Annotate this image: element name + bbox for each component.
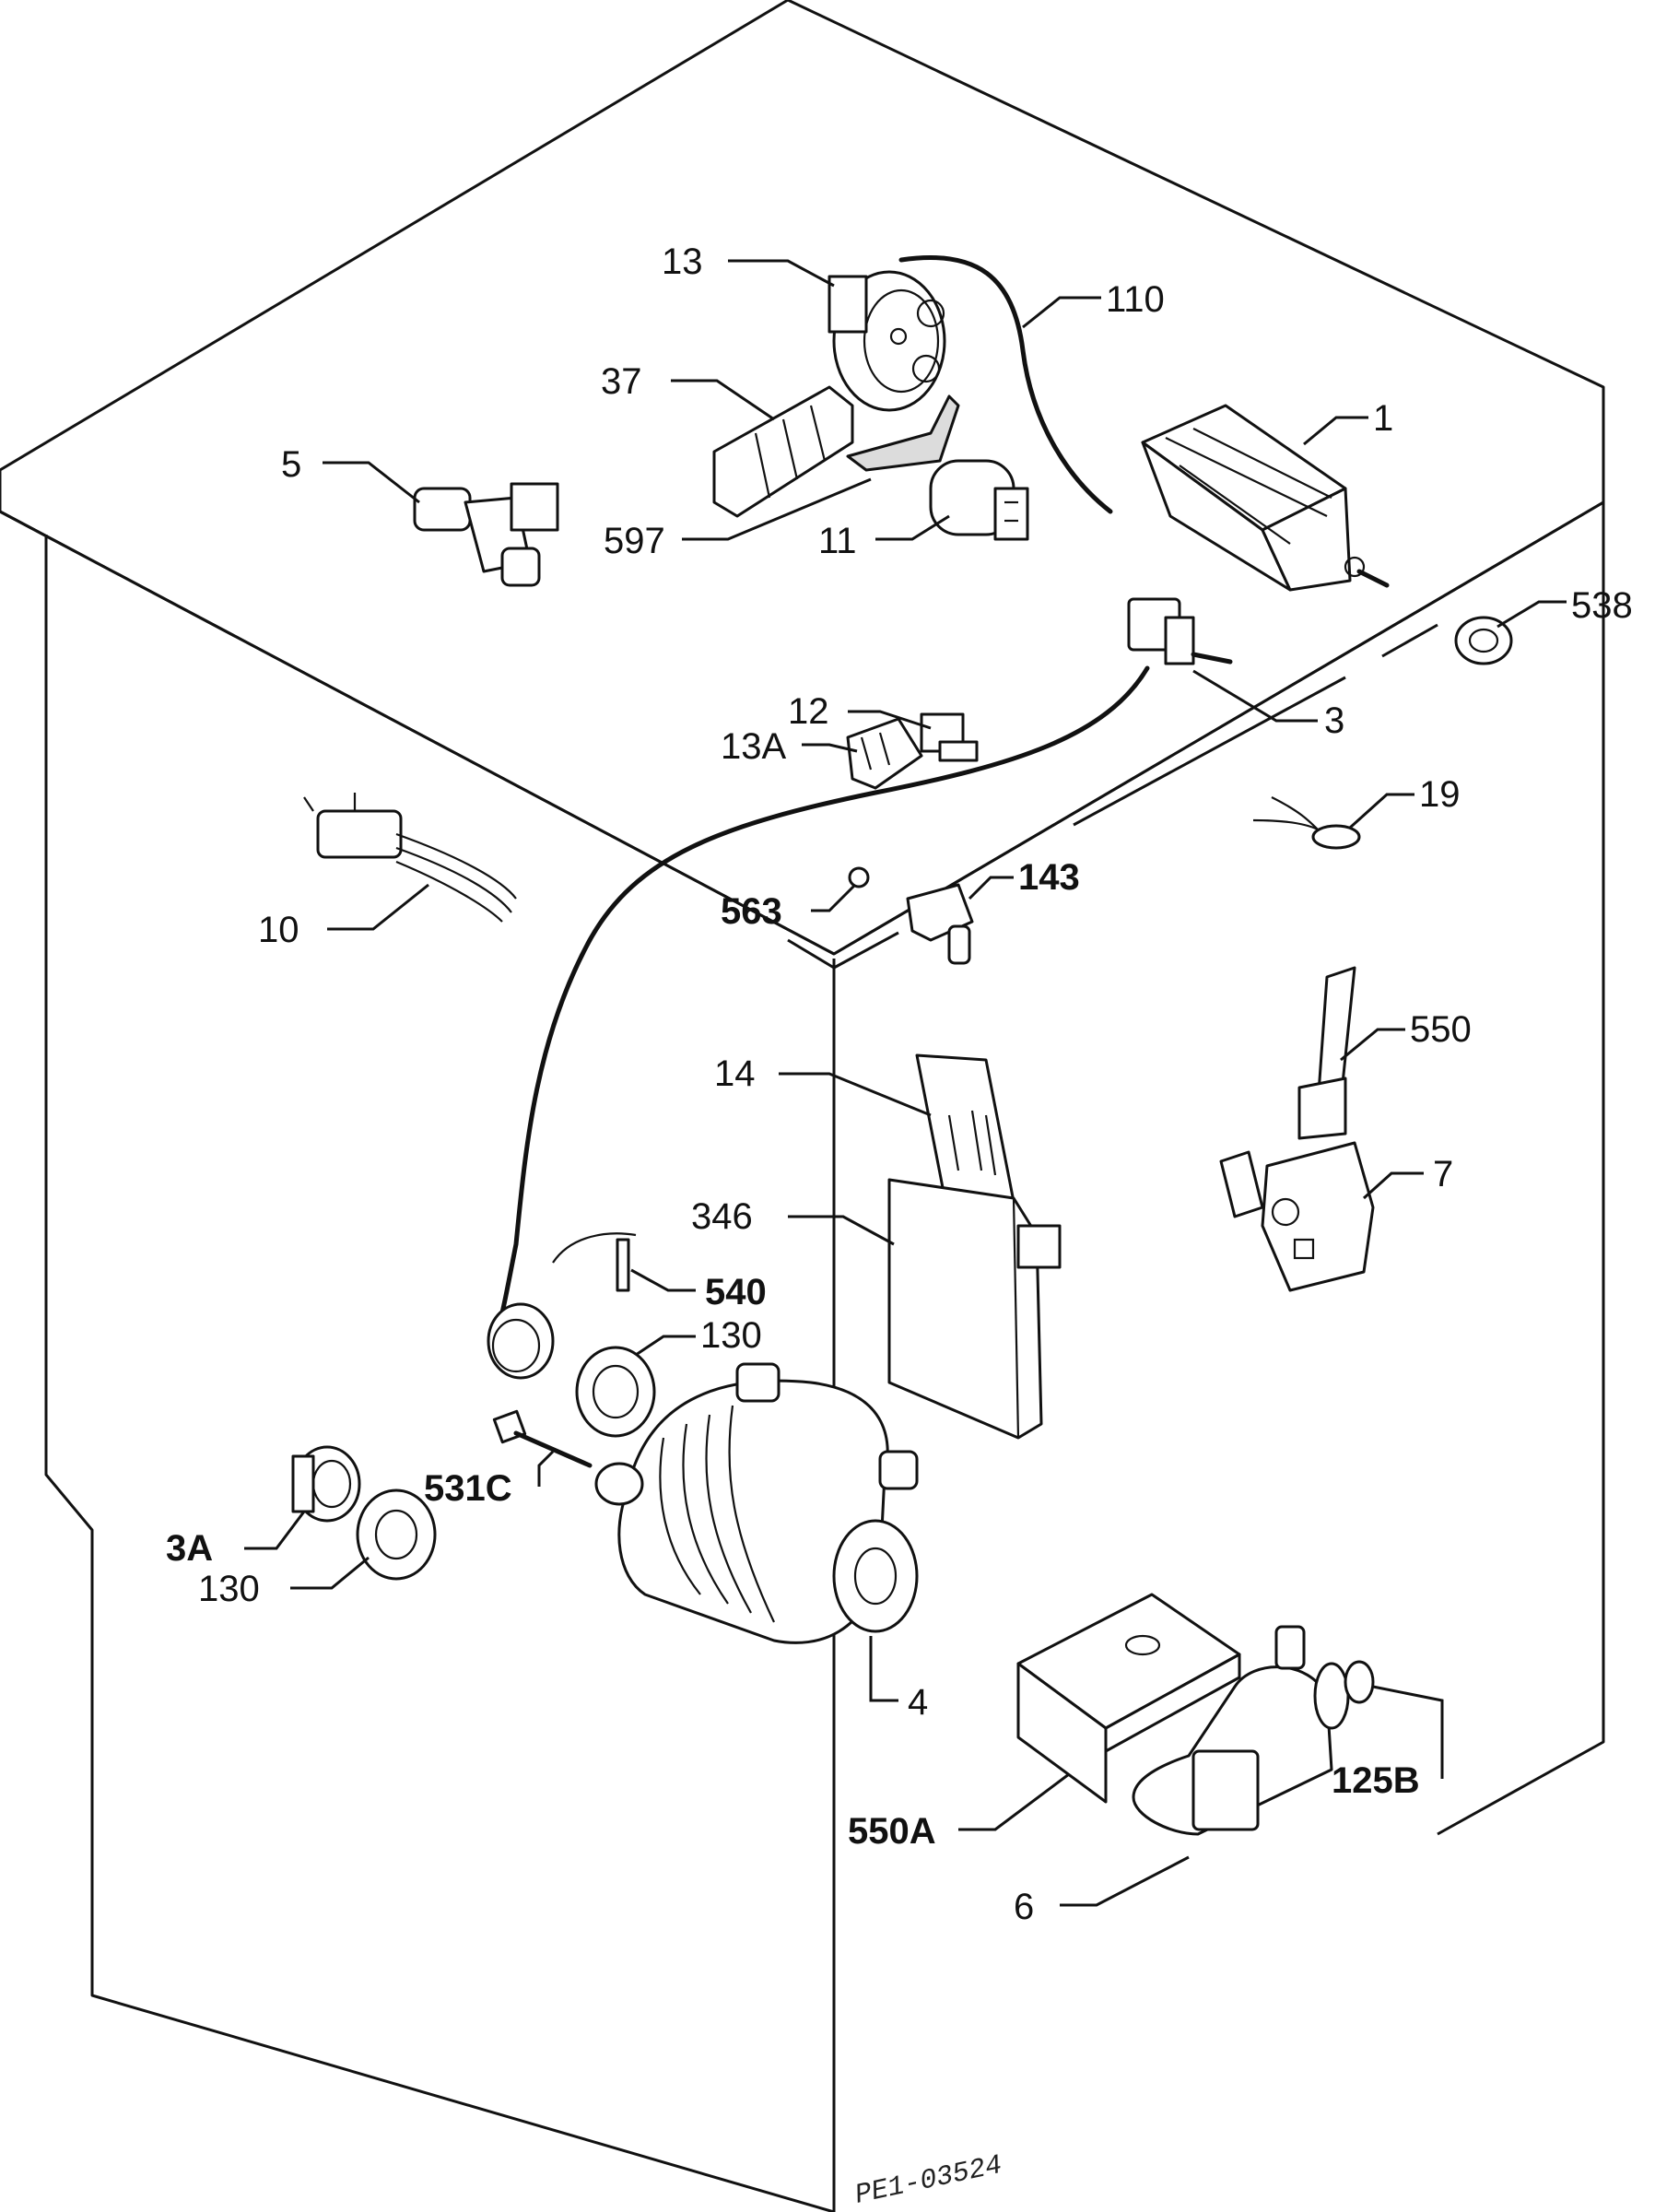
callout-130-lower: 130 <box>198 1569 260 1609</box>
callout-13a: 13A <box>721 726 786 767</box>
part-7-door-lock <box>1219 1141 1375 1292</box>
callout-labels: 13 110 37 5 597 11 1 538 3 12 13A 19 10 … <box>166 241 1633 1927</box>
drawing-reference: PE1-03524 <box>852 2150 1005 2212</box>
part-130-grommet-lower <box>356 1488 437 1581</box>
callout-538: 538 <box>1571 585 1633 626</box>
callout-19: 19 <box>1419 774 1461 815</box>
part-125b-seal <box>1344 1660 1375 1704</box>
part-563-screw <box>848 866 870 888</box>
part-130-grommet-upper <box>575 1346 656 1438</box>
cabinet-right-wall <box>1437 502 1605 1836</box>
part-110-hose <box>898 254 1113 514</box>
callout-11: 11 <box>818 521 857 561</box>
part-550-door-lock-lever <box>1297 966 1356 1140</box>
cabinet-outline <box>0 0 1605 2212</box>
part-346-filter-housing <box>887 1178 1062 1440</box>
callout-10: 10 <box>258 910 299 950</box>
part-597-bracket <box>846 394 960 472</box>
callout-550a: 550A <box>848 1811 936 1852</box>
callout-540: 540 <box>705 1272 767 1312</box>
part-10-heater <box>303 793 517 923</box>
callout-6: 6 <box>1014 1887 1034 1927</box>
cable-plug <box>487 1302 555 1380</box>
callout-346: 346 <box>691 1196 753 1237</box>
callout-5: 5 <box>281 444 301 485</box>
part-5-inlet-valve <box>413 482 559 587</box>
part-531c-bolt <box>492 1409 593 1468</box>
switch-cable <box>495 665 1150 1330</box>
part-12-pressure-switch <box>828 270 946 412</box>
callout-12: 13 <box>662 241 703 282</box>
callout-7: 7 <box>1433 1154 1453 1194</box>
callout-110: 110 <box>1106 279 1165 320</box>
part-143-thermostat <box>906 883 974 965</box>
leader-lines <box>244 259 1567 1907</box>
part-1-timer <box>1141 404 1390 592</box>
callout-125b: 125B <box>1332 1760 1420 1801</box>
part-540-clamp <box>552 1232 637 1292</box>
part-13-connector <box>920 712 979 762</box>
part-6-drain-pump <box>1132 1625 1350 1836</box>
callout-143: 143 <box>1018 857 1080 898</box>
part-538-cap <box>1454 616 1513 665</box>
callout-563: 563 <box>721 891 782 932</box>
part-37-terminal-block <box>712 385 854 518</box>
callout-1: 1 <box>1373 398 1393 439</box>
callout-130-upper: 130 <box>700 1315 762 1356</box>
callout-37: 37 <box>601 361 642 402</box>
callout-4: 4 <box>908 1682 928 1723</box>
callout-3: 3 <box>1324 700 1344 741</box>
callout-531c: 531C <box>424 1468 512 1509</box>
part-4-motor <box>594 1362 919 1644</box>
callout-3a: 3A <box>166 1528 213 1569</box>
callout-13: 12 <box>788 691 829 732</box>
callout-550: 550 <box>1410 1009 1472 1050</box>
part-11-capacitor <box>929 459 1029 541</box>
callout-597: 597 <box>604 521 665 561</box>
callout-14: 14 <box>714 1053 756 1094</box>
part-13a-connector <box>846 717 923 790</box>
part-3a-thermostat <box>291 1445 361 1523</box>
part-3-switch <box>1127 597 1233 665</box>
cabinet-left-wall <box>44 535 835 2212</box>
part-19-sensor <box>1252 796 1361 850</box>
part-550a-cover <box>1016 1593 1241 1804</box>
